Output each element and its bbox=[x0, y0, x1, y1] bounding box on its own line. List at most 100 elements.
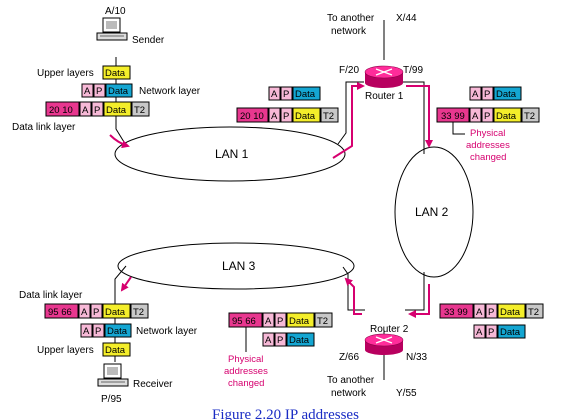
receiver-stack: Data link layer 95 66 A P Data T2 A P Da… bbox=[19, 290, 198, 357]
svg-text:P: P bbox=[96, 86, 102, 97]
router1-packet: A P Data bbox=[268, 86, 321, 101]
svg-text:A: A bbox=[476, 307, 483, 318]
svg-text:T2: T2 bbox=[524, 111, 535, 122]
router2-bottom-address: Y/55 bbox=[396, 388, 417, 399]
svg-text:Data: Data bbox=[106, 105, 127, 116]
svg-text:33 99: 33 99 bbox=[444, 307, 468, 318]
svg-text:Data: Data bbox=[105, 345, 126, 356]
svg-text:A: A bbox=[81, 307, 88, 318]
upper-layers-label: Upper layers bbox=[37, 345, 94, 356]
svg-text:A: A bbox=[271, 89, 278, 100]
svg-text:Data: Data bbox=[500, 307, 521, 318]
svg-text:T2: T2 bbox=[133, 307, 144, 318]
router2-if-left: Z/66 bbox=[339, 352, 359, 363]
router1-to-network: To another bbox=[327, 13, 375, 24]
svg-text:Data: Data bbox=[500, 327, 521, 338]
svg-text:A: A bbox=[265, 316, 272, 327]
svg-text:Data: Data bbox=[107, 326, 128, 337]
router1-in-frame: 20 10 A P Data T2 bbox=[236, 107, 339, 123]
router1-change-note: Physical addresses changed bbox=[452, 122, 510, 163]
data-link-layer-label: Data link layer bbox=[12, 122, 76, 133]
svg-text:P: P bbox=[95, 326, 101, 337]
router-2: Router 2 Z/66 N/33 To another network Y/… bbox=[327, 324, 428, 399]
svg-text:changed: changed bbox=[228, 378, 264, 389]
lan-2-label: LAN 2 bbox=[415, 205, 449, 219]
sender-address: A/10 bbox=[105, 6, 126, 17]
router1-packet-right: A P Data bbox=[469, 86, 522, 101]
svg-text:P: P bbox=[488, 327, 494, 338]
receiver-address: P/95 bbox=[101, 394, 122, 405]
svg-text:A: A bbox=[83, 326, 90, 337]
svg-text:A: A bbox=[476, 327, 483, 338]
svg-text:P: P bbox=[484, 89, 490, 100]
router2-out-frame: 95 66 A P Data T2 bbox=[228, 312, 333, 328]
svg-text:A: A bbox=[84, 86, 91, 97]
sender-stack: Upper layers Data A P Data Network layer… bbox=[12, 65, 201, 133]
lan-1: LAN 1 bbox=[114, 126, 346, 182]
svg-text:P: P bbox=[94, 105, 100, 116]
router2-if-right: N/33 bbox=[406, 352, 428, 363]
svg-text:A: A bbox=[472, 89, 479, 100]
svg-text:A: A bbox=[265, 335, 272, 346]
svg-text:33 99: 33 99 bbox=[441, 111, 465, 122]
svg-text:P: P bbox=[283, 111, 289, 122]
lan-3: LAN 3 bbox=[117, 242, 355, 290]
lan-2: LAN 2 bbox=[394, 146, 474, 278]
router2-packet-left: A P Data bbox=[262, 332, 315, 347]
upper-layers-label: Upper layers bbox=[37, 68, 94, 79]
lan-3-label: LAN 3 bbox=[222, 259, 256, 273]
router1-label: Router 1 bbox=[365, 91, 404, 102]
svg-text:Data: Data bbox=[289, 335, 310, 346]
receiver-label: Receiver bbox=[133, 379, 173, 390]
svg-text:T2: T2 bbox=[323, 111, 334, 122]
svg-text:Data: Data bbox=[105, 68, 126, 79]
router2-in-frame: 33 99 A P Data T2 bbox=[439, 303, 544, 319]
svg-text:Data: Data bbox=[105, 307, 126, 318]
svg-text:20 10: 20 10 bbox=[49, 105, 73, 116]
router2-packet-right: A P Data bbox=[473, 324, 526, 339]
svg-text:Physical: Physical bbox=[470, 128, 505, 139]
data-link-layer-label: Data link layer bbox=[19, 290, 83, 301]
network-layer-label: Network layer bbox=[136, 326, 198, 337]
lan-1-label: LAN 1 bbox=[215, 147, 249, 161]
svg-text:Data: Data bbox=[295, 89, 316, 100]
svg-text:network: network bbox=[331, 26, 367, 37]
router2-label: Router 2 bbox=[370, 324, 409, 335]
svg-text:T2: T2 bbox=[528, 307, 539, 318]
svg-text:Data: Data bbox=[496, 89, 517, 100]
svg-text:Physical: Physical bbox=[228, 354, 263, 365]
svg-text:A: A bbox=[82, 105, 89, 116]
svg-text:Data: Data bbox=[295, 111, 316, 122]
sender-label: Sender bbox=[132, 35, 165, 46]
svg-text:P: P bbox=[93, 307, 99, 318]
svg-text:T2: T2 bbox=[134, 105, 145, 116]
svg-text:Data: Data bbox=[496, 111, 517, 122]
svg-text:95 66: 95 66 bbox=[232, 316, 256, 327]
svg-text:20 10: 20 10 bbox=[240, 111, 264, 122]
router1-if-left: F/20 bbox=[339, 65, 359, 76]
svg-text:network: network bbox=[331, 388, 367, 399]
figure-caption: Figure 2.20 IP addresses bbox=[212, 407, 359, 420]
svg-text:A: A bbox=[472, 111, 479, 122]
sender-computer: A/10 Sender bbox=[96, 6, 165, 46]
network-layer-label: Network layer bbox=[139, 86, 201, 97]
svg-text:addresses: addresses bbox=[466, 140, 510, 151]
router2-to-network: To another bbox=[327, 375, 375, 386]
router1-top-address: X/44 bbox=[396, 13, 417, 24]
svg-text:P: P bbox=[283, 89, 289, 100]
svg-text:P: P bbox=[277, 335, 283, 346]
svg-text:P: P bbox=[484, 111, 490, 122]
svg-text:addresses: addresses bbox=[224, 366, 268, 377]
svg-text:95 66: 95 66 bbox=[48, 307, 72, 318]
svg-text:A: A bbox=[271, 111, 278, 122]
router2-change-note: Physical addresses changed bbox=[224, 327, 268, 389]
svg-text:T2: T2 bbox=[317, 316, 328, 327]
router-1: To another network X/44 F/20 T/99 Router… bbox=[327, 13, 423, 102]
svg-text:Data: Data bbox=[289, 316, 310, 327]
router1-if-right: T/99 bbox=[403, 65, 423, 76]
svg-text:Data: Data bbox=[108, 86, 129, 97]
svg-text:changed: changed bbox=[470, 152, 506, 163]
router1-out-frame: 33 99 A P Data T2 bbox=[436, 107, 540, 123]
svg-text:P: P bbox=[488, 307, 494, 318]
